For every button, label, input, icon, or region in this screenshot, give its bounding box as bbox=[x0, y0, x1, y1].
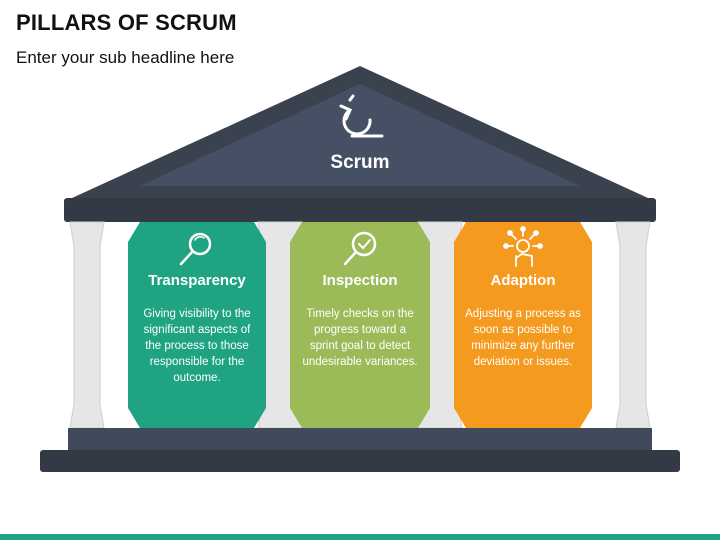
base-plinth bbox=[40, 450, 680, 472]
pillar-description: Giving visibility to the significant asp… bbox=[143, 308, 251, 384]
pillar-description: Timely checks on the progress toward a s… bbox=[302, 308, 418, 368]
base-step bbox=[68, 428, 652, 450]
pillar-title: Transparency bbox=[148, 272, 246, 289]
pillar-title: Inspection bbox=[322, 272, 398, 289]
column-right bbox=[615, 221, 651, 429]
hand-network-icon bbox=[503, 226, 543, 267]
pillar-shape-adaption bbox=[454, 222, 592, 428]
architrave bbox=[64, 198, 656, 222]
pillar-shape-transparency bbox=[128, 222, 266, 428]
pillar-transparency: Transparency Giving visibility to the si… bbox=[127, 222, 267, 428]
page-subtitle: Enter your sub headline here bbox=[16, 48, 235, 67]
page-title: PILLARS OF SCRUM bbox=[16, 10, 237, 35]
magnifier-check-icon bbox=[343, 231, 377, 266]
magnifier-icon bbox=[179, 232, 212, 266]
accent-bar bbox=[0, 534, 720, 540]
pillar-shape-inspection bbox=[290, 222, 430, 428]
roof-label: Scrum bbox=[330, 152, 390, 173]
column-left bbox=[69, 221, 105, 429]
scrum-cycle-icon bbox=[339, 94, 384, 138]
pillar-inspection: Inspection Timely checks on the progress… bbox=[290, 222, 430, 428]
pillar-description: Adjusting a process as soon as possible … bbox=[465, 308, 581, 368]
pillar-adaption: Adaption Adjusting a process as soon as … bbox=[453, 222, 593, 428]
pillar-title: Adaption bbox=[490, 272, 556, 289]
